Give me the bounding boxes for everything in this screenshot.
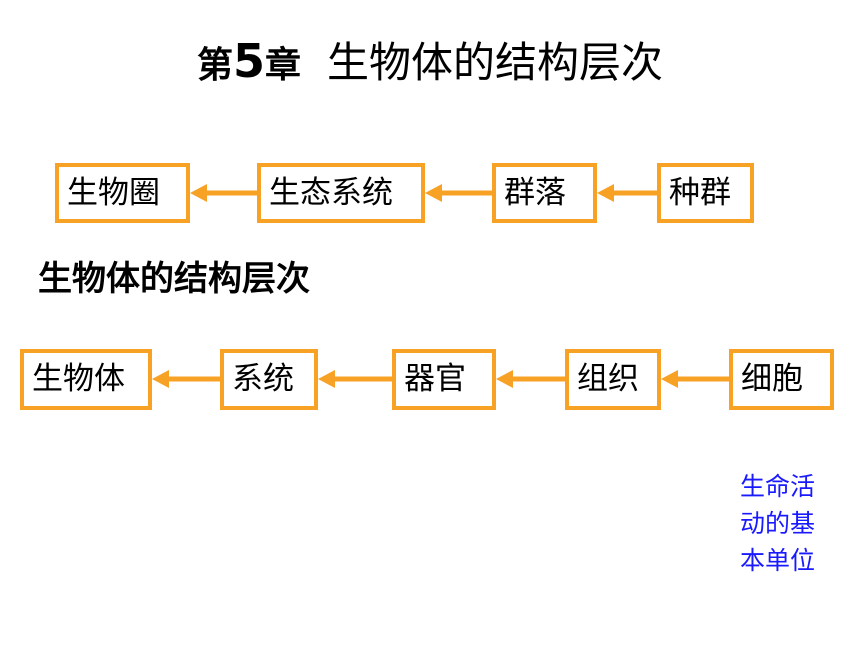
arrow-system-to-organism	[152, 370, 220, 388]
arrow-cell-to-tissue	[661, 370, 729, 388]
box-label: 种群	[669, 174, 731, 211]
box-label: 群落	[504, 174, 566, 211]
box-label: 生物体	[32, 361, 125, 397]
box-tissue: 组织	[565, 349, 661, 410]
arrow-tissue-to-organ	[496, 370, 565, 388]
box-population: 种群	[657, 163, 754, 223]
box-label: 生物圈	[67, 174, 160, 211]
box-organ: 器官	[392, 349, 496, 410]
chapter-title: 第5章生物体的结构层次	[0, 38, 860, 84]
section-heading: 生物体的结构层次	[38, 259, 310, 299]
box-cell: 细胞	[729, 349, 834, 410]
cell-note-line: 动的基	[740, 509, 816, 538]
box-ecosystem: 生态系统	[257, 163, 425, 223]
box-community: 群落	[492, 163, 597, 223]
cell-note-line: 生命活	[740, 472, 816, 501]
box-organism: 生物体	[20, 349, 152, 410]
arrow-organ-to-system	[318, 370, 392, 388]
box-label: 细胞	[741, 361, 803, 397]
arrow-community-to-ecosystem	[425, 184, 492, 202]
box-label: 系统	[232, 361, 294, 397]
chapter-label: 第5章	[196, 34, 302, 88]
cell-note-line: 本单位	[740, 546, 816, 575]
box-label: 组织	[577, 361, 639, 397]
arrow-ecosystem-to-biosphere	[190, 184, 257, 202]
box-biosphere: 生物圈	[55, 163, 190, 223]
box-label: 生态系统	[269, 174, 393, 211]
box-label: 器官	[404, 361, 466, 397]
box-system: 系统	[220, 349, 318, 410]
chapter-main-title: 生物体的结构层次	[327, 38, 664, 87]
arrow-population-to-community	[597, 184, 657, 202]
cell-note: 生命活 动的基 本单位	[740, 468, 840, 579]
